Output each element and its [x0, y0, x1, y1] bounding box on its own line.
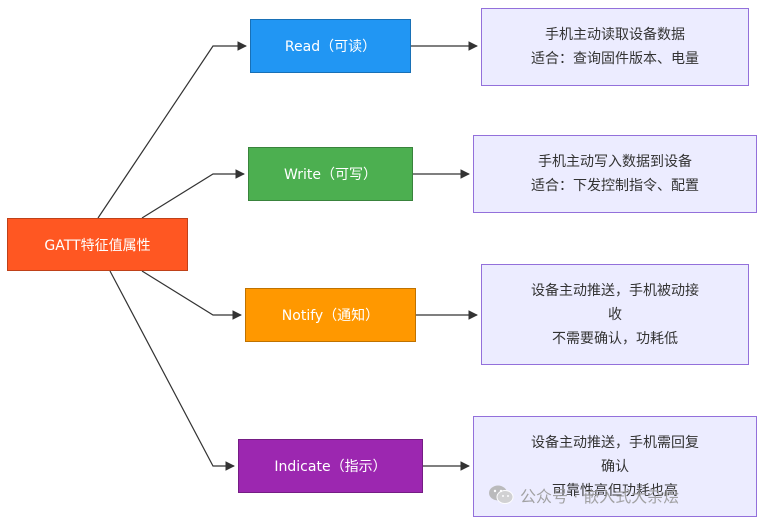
root-node: GATT特征值属性: [7, 218, 188, 271]
watermark-text: 公众号 · 嵌入式大杂烩: [520, 487, 680, 506]
desc-write-line: 手机主动写入数据到设备: [538, 154, 692, 170]
node-read: Read（可读）: [250, 19, 411, 73]
desc-notify-line: 收: [608, 306, 622, 323]
edge-root-indicate: [109, 270, 235, 471]
watermark: 公众号 · 嵌入式大杂烩: [488, 482, 679, 508]
desc-notify-line: 不需要确认，功耗低: [552, 330, 678, 347]
node-write-label: Write（可写）: [284, 167, 377, 183]
root-node-label: GATT特征值属性: [44, 237, 151, 254]
desc-indicate: 设备主动推送，手机需回复 确认 可靠性高但功耗也高: [473, 416, 757, 517]
wechat-icon: [489, 485, 514, 504]
desc-notify: 设备主动推送，手机被动接 收 不需要确认，功耗低: [481, 264, 749, 365]
desc-read-line: 适合：查询固件版本、电量: [531, 51, 699, 67]
desc-read-line: 手机主动读取设备数据: [545, 27, 685, 43]
node-read-label: Read（可读）: [284, 39, 377, 55]
edge-root-write: [141, 169, 245, 219]
desc-read: 手机主动读取设备数据 适合：查询固件版本、电量: [481, 8, 749, 86]
node-notify: Notify（通知）: [245, 288, 416, 342]
desc-write: 手机主动写入数据到设备 适合：下发控制指令、配置: [473, 135, 757, 213]
desc-indicate-line: 设备主动推送，手机需回复: [531, 434, 699, 451]
desc-write-line: 适合：下发控制指令、配置: [531, 178, 699, 194]
desc-notify-line: 设备主动推送，手机被动接: [531, 282, 699, 299]
desc-indicate-line: 可靠性高但功耗也高: [552, 482, 678, 499]
node-indicate: Indicate（指示）: [238, 439, 423, 493]
node-write: Write（可写）: [248, 147, 413, 201]
desc-indicate-line: 确认: [601, 458, 629, 475]
node-notify-label: Notify（通知）: [281, 308, 380, 324]
edge-root-read: [97, 41, 247, 219]
edge-root-notify: [141, 270, 242, 320]
node-indicate-label: Indicate（指示）: [274, 459, 387, 475]
